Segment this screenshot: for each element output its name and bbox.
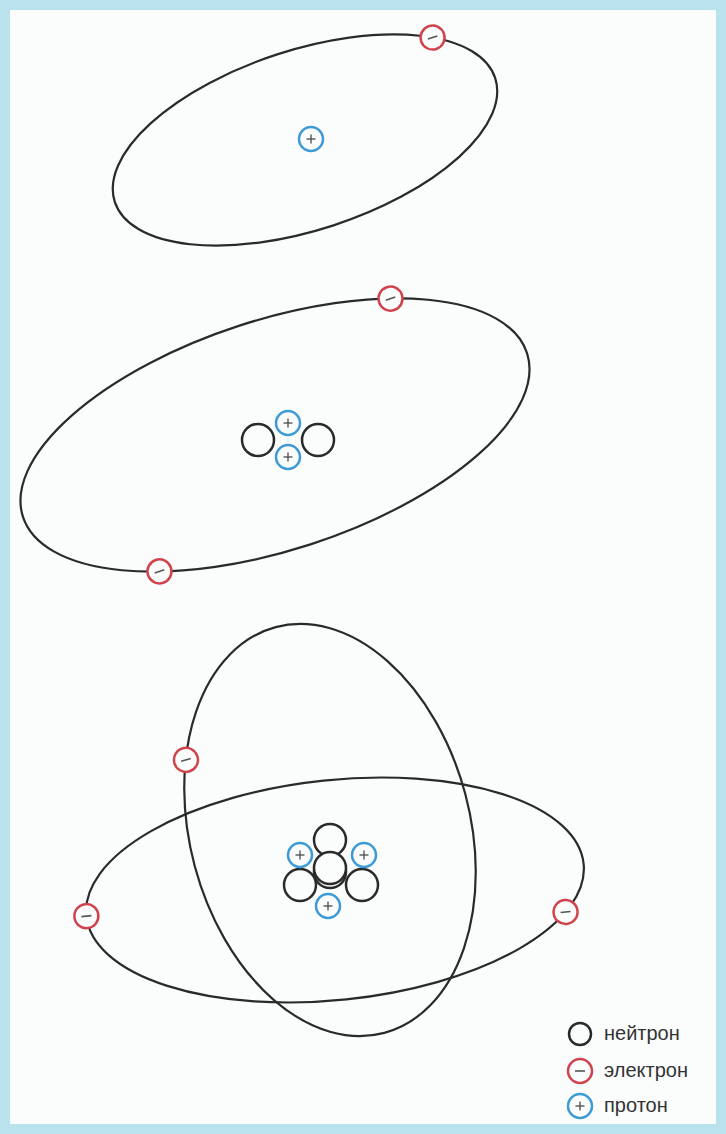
neutron-sample bbox=[569, 1023, 591, 1045]
electron-sample bbox=[568, 1059, 592, 1083]
proton-sample bbox=[568, 1094, 592, 1118]
background-panel bbox=[10, 10, 716, 1124]
legend-text: электрон bbox=[604, 1058, 688, 1082]
legend-text: нейтрон bbox=[604, 1021, 680, 1045]
legend-text: протон bbox=[604, 1093, 668, 1117]
